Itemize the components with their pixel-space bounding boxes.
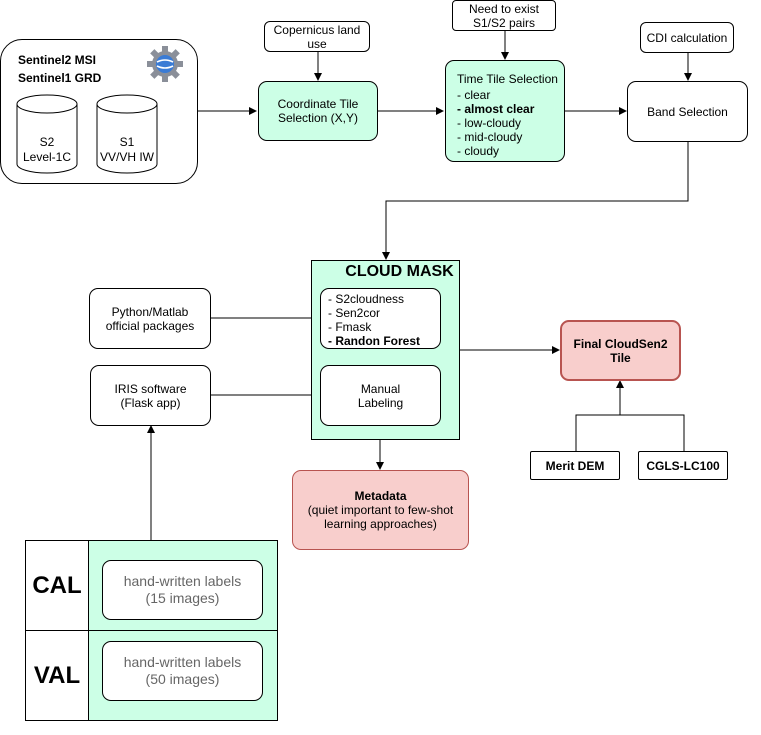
iris-software-box: IRIS software (Flask app) xyxy=(90,365,211,426)
final-cloudsen2-tile-box: Final CloudSen2 Tile xyxy=(560,320,681,381)
time-tile-title: Time Tile Selection xyxy=(457,72,558,86)
s2-cylinder-label: S2 Level-1C xyxy=(22,135,72,164)
metadata-title: Metadata xyxy=(354,489,407,503)
val-labels-box: hand-written labels (50 images) xyxy=(102,641,263,701)
cdi-calculation-box: CDI calculation xyxy=(640,22,734,53)
cgls-lc100-box: CGLS-LC100 xyxy=(638,451,728,480)
s1-cylinder-label: S1 VV/VH IW xyxy=(99,135,154,164)
cal-row-label: CAL xyxy=(25,540,89,631)
cloud-mask-methods-box: - S2cloudness - Sen2cor - Fmask - Randon… xyxy=(320,288,441,349)
s1-cylinder xyxy=(96,94,158,174)
table-row-divider xyxy=(89,630,278,631)
time-tile-item-mid-cloudy: - mid-cloudy xyxy=(457,130,523,144)
val-row-label: VAL xyxy=(25,630,89,721)
time-tile-item-clear: - clear xyxy=(457,88,491,102)
time-tile-selection-box: Time Tile Selection - clear - almost cle… xyxy=(445,60,565,162)
merit-dem-box: Merit DEM xyxy=(530,451,620,480)
method-sen2cor: - Sen2cor xyxy=(328,306,381,320)
s2-cylinder xyxy=(16,94,78,174)
metadata-note: (quiet important to few-shot learning ap… xyxy=(307,503,454,531)
edge-aux-to-final xyxy=(575,414,685,451)
band-selection-box: Band Selection xyxy=(627,81,748,142)
time-tile-item-almost-clear: - almost clear xyxy=(457,102,535,116)
copernicus-land-use-box: Copernicus land use xyxy=(264,21,370,52)
time-tile-item-cloudy: - cloudy xyxy=(457,144,500,158)
manual-labeling-box: Manual Labeling xyxy=(320,365,441,426)
cloud-mask-title: CLOUD MASK xyxy=(345,263,454,280)
sources-title-line1: Sentinel2 MSI xyxy=(18,53,97,67)
time-tile-item-low-cloudy: - low-cloudy xyxy=(457,116,522,130)
method-randon-forest: - Randon Forest xyxy=(328,334,420,348)
method-fmask: - Fmask xyxy=(328,320,372,334)
sources-title-line2: Sentinel1 GRD xyxy=(18,71,102,85)
gear-globe-icon xyxy=(147,46,183,82)
edge-band-to-cloudmask xyxy=(382,142,689,260)
python-matlab-box: Python/Matlab official packages xyxy=(89,288,211,349)
coordinate-tile-selection-box: Coordinate Tile Selection (X,Y) xyxy=(258,81,378,141)
metadata-box: Metadata (quiet important to few-shot le… xyxy=(292,470,469,550)
need-pairs-box: Need to exist S1/S2 pairs xyxy=(452,0,556,31)
method-s2cloudness: - S2cloudness xyxy=(328,292,405,306)
cal-labels-box: hand-written labels (15 images) xyxy=(102,560,263,620)
